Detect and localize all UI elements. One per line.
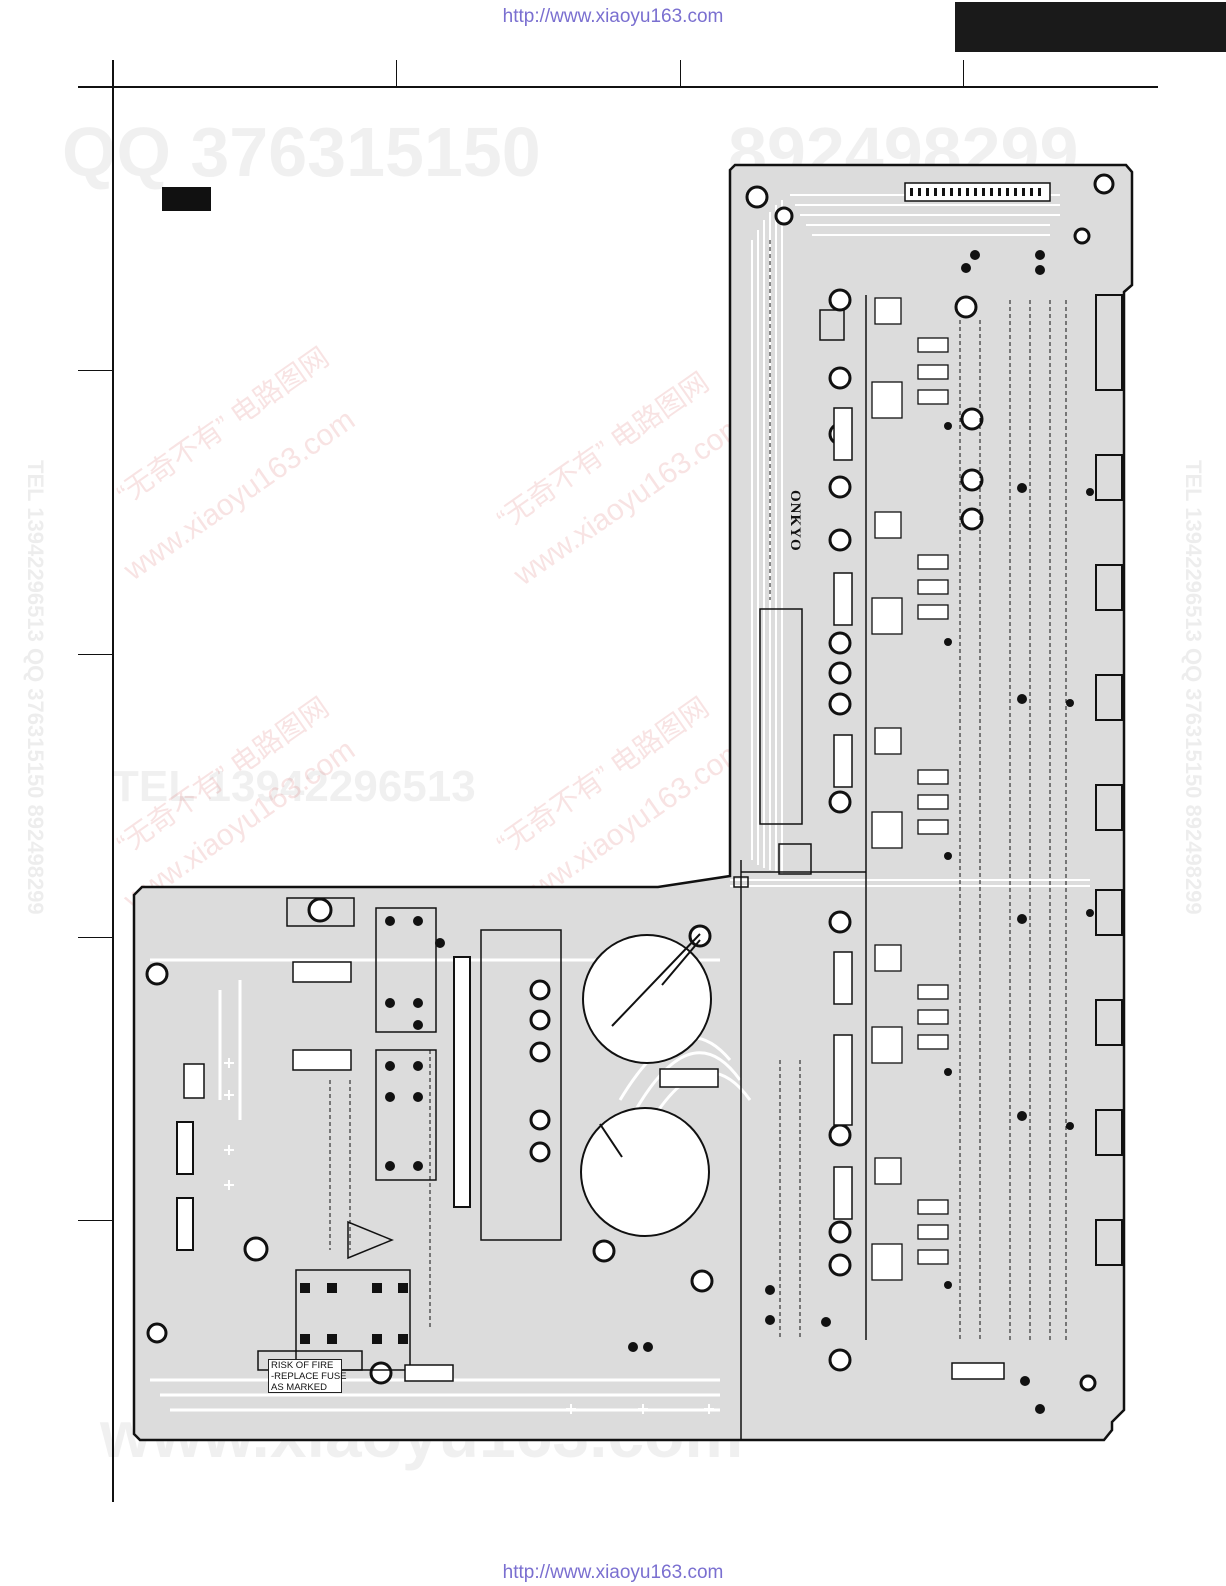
board-outline — [132, 163, 1134, 1442]
watermark-side-right: TEL 13942296513 QQ 376315150 892498299 — [1181, 460, 1206, 915]
frame-tick-a — [78, 370, 112, 371]
fuse-warning-label: RISK OF FIRE -REPLACE FUSE AS MARKED — [268, 1359, 347, 1393]
page-tab-block — [955, 2, 1226, 52]
url-bottom[interactable]: http://www.xiaoyu163.com — [502, 1562, 724, 1583]
watermark-qq-left: QQ 376315150 — [62, 113, 541, 191]
fuse-holders — [176, 956, 471, 1251]
crosses — [224, 1058, 714, 1414]
divider-lines — [740, 295, 867, 1440]
channel-transistors — [871, 297, 949, 1281]
top-connector-pins — [910, 188, 1041, 196]
pin-headers — [183, 407, 1005, 1382]
url-top[interactable]: http://www.xiaoyu163.com — [502, 6, 724, 27]
frame-left-line — [112, 60, 114, 1502]
component-blocks — [257, 309, 845, 1371]
top-connector — [904, 182, 1051, 202]
warning-line-3: AS MARKED — [271, 1382, 327, 1393]
jumpers — [329, 240, 1067, 1340]
warning-line-1: RISK OF FIRE — [271, 1360, 334, 1371]
frame-tick-d — [78, 1220, 112, 1221]
capacitor-leads — [599, 933, 701, 1158]
frame-tick-3 — [963, 60, 964, 88]
board-brand-logo: ONKYO — [787, 490, 803, 552]
watermark-phone: TEL 13942296513 — [112, 762, 476, 811]
frame-tick-1 — [396, 60, 397, 88]
warning-line-2: -REPLACE FUSE — [271, 1371, 347, 1382]
regulator — [347, 1220, 394, 1260]
large-capacitors — [580, 934, 712, 1237]
frame-tick-b — [78, 654, 112, 655]
watermark-side-left: TEL 13942296513 QQ 376315150 892498299 — [23, 460, 48, 915]
edge-tabs — [1095, 294, 1123, 1266]
square-pads — [300, 876, 749, 1344]
frame-tick-c — [78, 937, 112, 938]
frame-top-line — [78, 86, 1158, 88]
frame-tick-2 — [680, 60, 681, 88]
black-tag — [162, 187, 211, 211]
